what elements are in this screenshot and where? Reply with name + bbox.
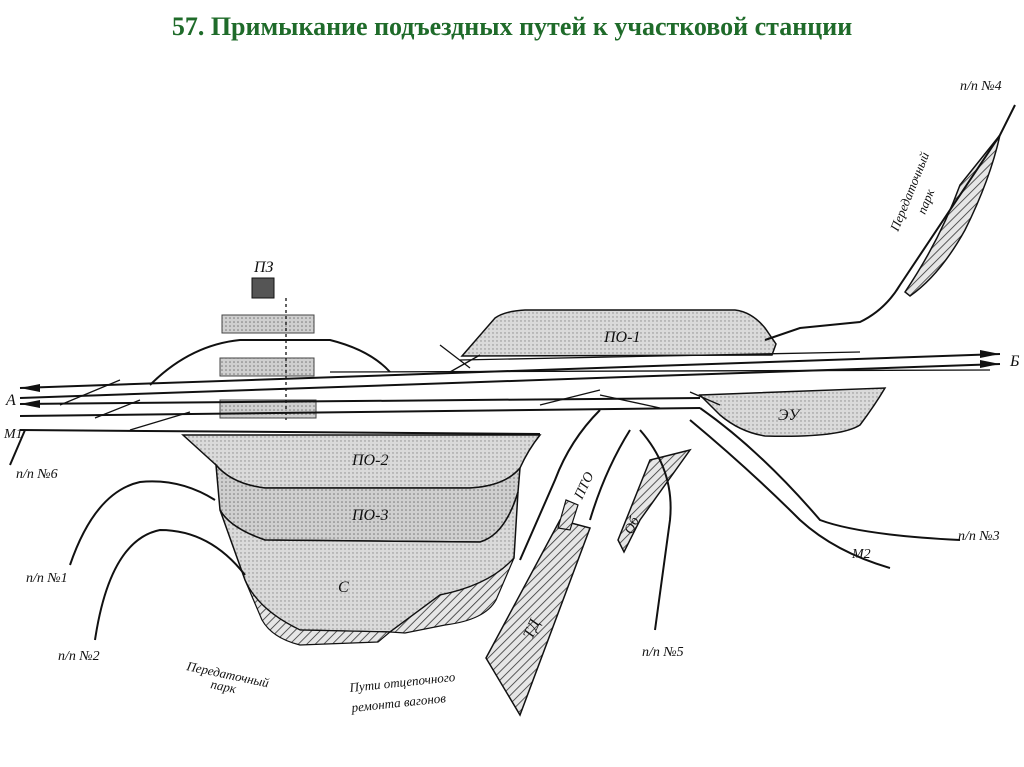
label-pp3: п/п №3	[958, 529, 1000, 544]
label-pz: ПЗ	[253, 259, 274, 276]
route-pp1	[69, 480, 216, 566]
pto-area	[557, 499, 579, 531]
td-area	[485, 519, 591, 717]
label-pp5: п/п №5	[642, 645, 684, 660]
po1-area	[460, 309, 777, 357]
caption-repair-2: ремонта вагонов	[350, 690, 447, 715]
route-m2	[689, 419, 891, 569]
label-po1: ПО-1	[603, 329, 640, 346]
label-td: ТД	[520, 616, 544, 642]
route-pp2	[94, 528, 246, 641]
crossovers	[59, 344, 721, 431]
label-b: Б	[1009, 353, 1020, 370]
label-s: С	[338, 579, 349, 596]
slide-title: 57. Примыкание подъездных путей к участк…	[171, 12, 853, 41]
label-pp2: п/п №2	[58, 649, 100, 664]
label-po3: ПО-3	[351, 507, 388, 524]
route-pp4	[764, 104, 1016, 341]
pz-platform-1	[221, 314, 315, 334]
label-m1: М1	[3, 427, 23, 442]
route-pp6	[9, 429, 26, 466]
label-ob: Об	[622, 514, 643, 537]
route-pto	[589, 429, 631, 521]
label-pp1: п/п №1	[26, 571, 68, 586]
label-pp6: п/п №6	[16, 467, 58, 482]
pz-platform-2	[219, 357, 315, 377]
station-track-2	[19, 407, 701, 417]
through-track-upper	[329, 369, 991, 373]
label-m2: М2	[851, 547, 871, 562]
station-track-3	[19, 429, 541, 435]
arrow-b-lower	[980, 360, 1000, 368]
label-a: А	[5, 392, 16, 409]
caption-transfer-park-left-2: парк	[209, 676, 238, 696]
transfer-park-area	[244, 579, 392, 646]
label-po2: ПО-2	[351, 452, 388, 469]
label-pp4: п/п №4	[960, 79, 1002, 94]
arrow-b-upper	[980, 350, 1000, 358]
po1-track	[459, 351, 861, 361]
passenger-loop	[149, 339, 391, 386]
label-pto: ПТО	[572, 470, 598, 503]
label-eu: ЭУ	[778, 407, 801, 424]
station-track-1	[19, 397, 701, 405]
route-td	[519, 409, 601, 561]
repair-tracks-area	[388, 557, 515, 634]
ob-area	[617, 448, 692, 554]
main-track-lower	[19, 363, 1001, 399]
route-pp5	[639, 429, 672, 631]
route-pp3	[699, 407, 961, 541]
pz-building	[251, 277, 275, 299]
eu-area	[698, 387, 887, 437]
arrow-a-upper	[20, 384, 40, 392]
transfer-park-top-area	[903, 134, 1001, 297]
arrow-a-lower	[20, 400, 40, 408]
